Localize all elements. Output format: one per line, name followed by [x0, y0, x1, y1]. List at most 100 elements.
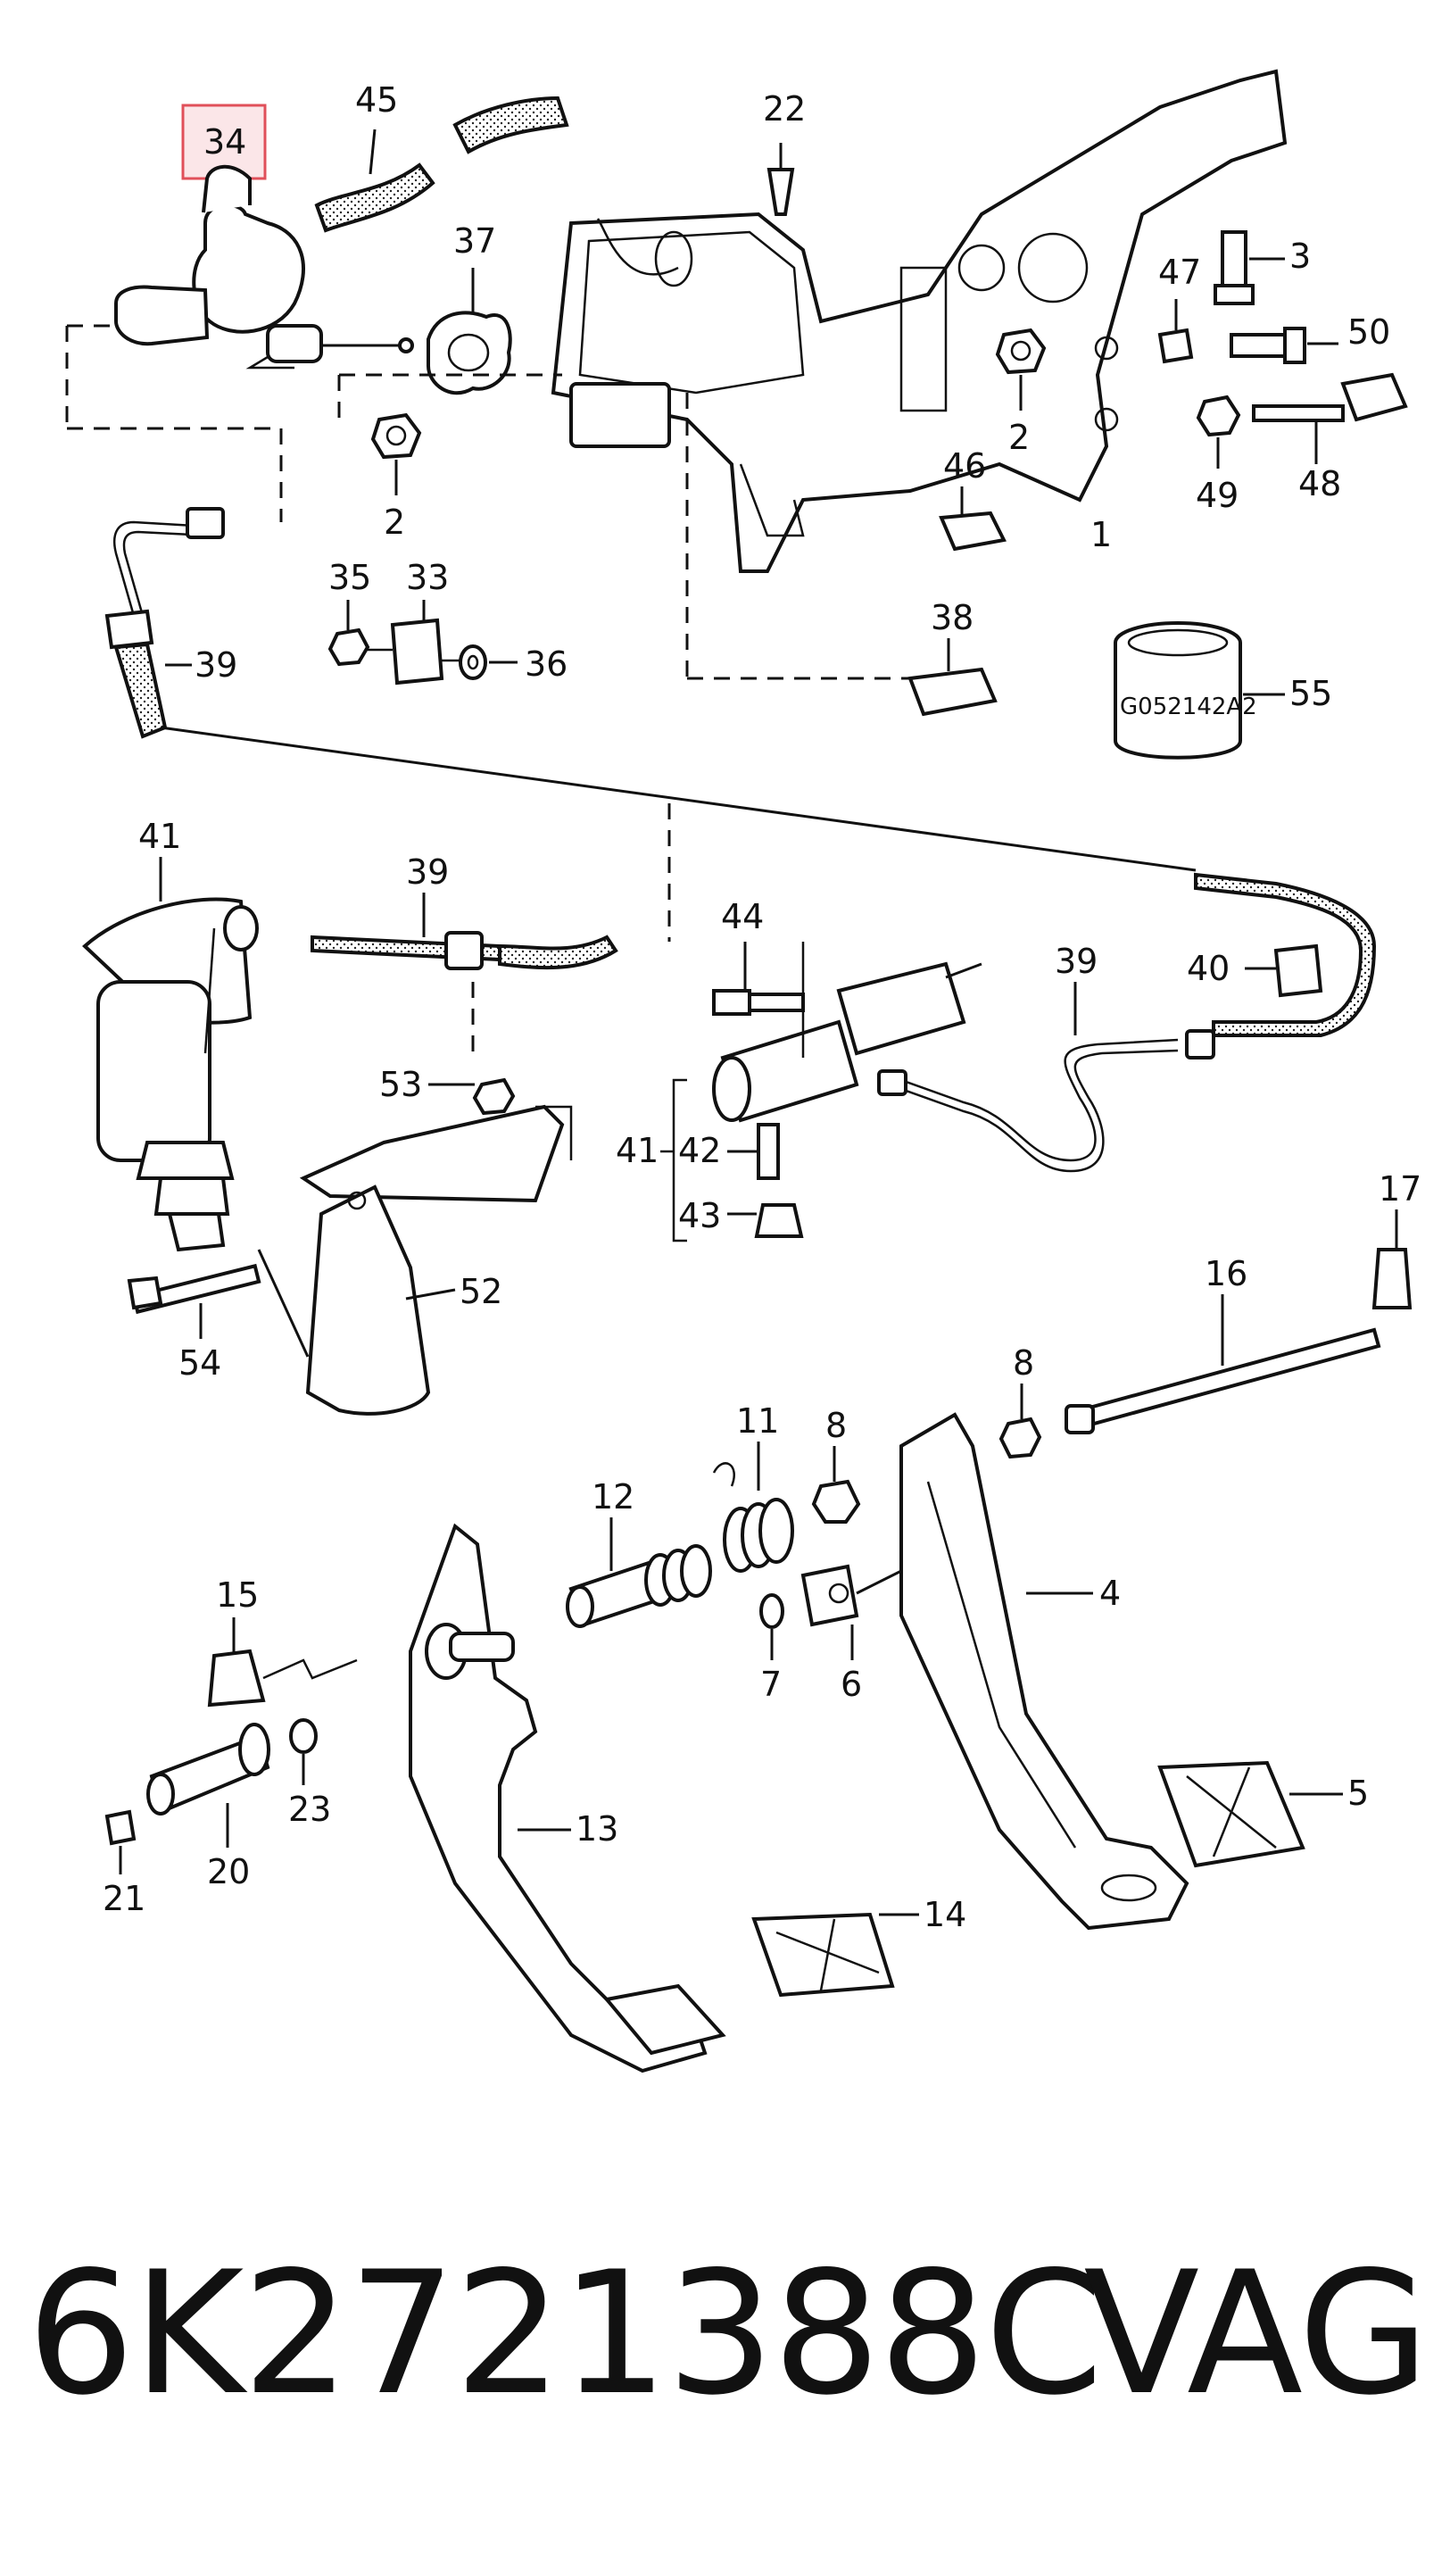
callout-35: 35 [328, 558, 371, 597]
part-46-clip [939, 486, 1007, 552]
callout-5: 5 [1347, 1774, 1369, 1813]
callout-41b: 41 [616, 1131, 659, 1170]
part-55-container [1114, 621, 1285, 760]
callout-14: 14 [924, 1895, 966, 1934]
part-13-pedal [409, 1523, 726, 2073]
callout-44: 44 [721, 897, 764, 936]
part-11-spring [712, 1442, 794, 1573]
callout-7: 7 [760, 1665, 782, 1704]
callout-55: 55 [1289, 674, 1332, 713]
callout-48: 48 [1298, 464, 1341, 503]
callout-46: 46 [943, 446, 986, 486]
callout-3: 3 [1289, 237, 1311, 276]
callout-39a: 39 [195, 645, 237, 685]
part-number: 6K2721388C [27, 2235, 1103, 2432]
part-8-nut-b [811, 1446, 861, 1524]
callout-15: 15 [216, 1575, 259, 1615]
callout-37: 37 [453, 221, 496, 261]
exploded-parts-diagram: 34 45 22 37 3 47 50 2 2 49 48 46 1 35 33… [65, 69, 1421, 2073]
part-36-washer [459, 644, 518, 680]
part-33-bracket [368, 600, 460, 686]
footer: 6K2721388C VAG [27, 2235, 1429, 2464]
callout-50: 50 [1347, 312, 1390, 352]
part-40-clip [1245, 943, 1323, 998]
part-1-pedal-bracket [551, 69, 1288, 573]
part-41-slave-cylinder-right [712, 942, 982, 1123]
callout-49: 49 [1196, 476, 1239, 515]
part-12-bushing [566, 1517, 712, 1628]
callout-47: 47 [1158, 253, 1201, 292]
callout-17: 17 [1379, 1169, 1421, 1209]
part-22-fitting [766, 143, 795, 216]
part-45-hose [314, 96, 569, 233]
part-5-pedal-pad [1157, 1760, 1343, 1868]
part-6-clip [800, 1564, 902, 1660]
part-53-nut [428, 1077, 516, 1116]
callout-52: 52 [460, 1272, 502, 1311]
part-38-clip [907, 638, 998, 717]
part-20-spring-assembly [146, 1723, 270, 1848]
callout-4: 4 [1099, 1574, 1121, 1613]
callout-13: 13 [576, 1809, 618, 1849]
callout-22: 22 [763, 89, 806, 129]
callout-42: 42 [678, 1131, 721, 1170]
part-2-nut-a [370, 412, 422, 495]
callout-34: 34 [203, 122, 246, 162]
callout-11: 11 [736, 1401, 779, 1441]
part-7-washer [759, 1593, 784, 1660]
part-23-bushing [289, 1718, 318, 1785]
leader-long-1 [160, 726, 1197, 872]
callout-23: 23 [288, 1790, 331, 1829]
part-4-pedal [899, 1412, 1189, 1931]
callout-33: 33 [406, 558, 449, 597]
callout-labels: 34 45 22 37 3 47 50 2 2 49 48 46 1 35 33… [103, 80, 1421, 1934]
part-35-nut [327, 600, 370, 667]
part-39-pipe-upper [104, 507, 225, 739]
part-39-hose-middle [311, 893, 618, 970]
callout-39b: 39 [406, 852, 449, 892]
brand-name: VAG [1083, 2235, 1429, 2432]
part-37-gasket [427, 268, 512, 395]
callout-53: 53 [379, 1065, 422, 1104]
part-42-bleed-screw [727, 1123, 780, 1180]
part-21-cap [104, 1809, 137, 1874]
callout-41a: 41 [138, 817, 181, 856]
part-43-cap [727, 1203, 804, 1238]
callout-45: 45 [355, 80, 398, 120]
part-39-pipe-right [877, 872, 1377, 1173]
part-50-screw [1230, 327, 1338, 364]
callout-6: 6 [841, 1665, 862, 1704]
part-34-master-cylinder [114, 164, 414, 370]
part-48-bolt [1252, 372, 1408, 464]
box-code-label: G052142A2 [1120, 694, 1257, 720]
callout-8b: 8 [825, 1406, 847, 1445]
part-47-clip [1157, 299, 1194, 364]
part-8-nut-a [998, 1384, 1042, 1459]
callout-20: 20 [207, 1852, 250, 1891]
callout-54: 54 [178, 1343, 221, 1383]
bracket-41-group [660, 1078, 687, 1242]
callout-16: 16 [1205, 1254, 1247, 1293]
callout-1: 1 [1090, 515, 1112, 554]
callout-40: 40 [1187, 949, 1230, 988]
part-16-shaft [1065, 1294, 1381, 1434]
part-17-clip [1371, 1209, 1413, 1309]
part-15-stop [207, 1617, 358, 1708]
part-54-bolt [127, 1263, 261, 1339]
callout-2b: 2 [384, 503, 405, 542]
callout-12: 12 [592, 1477, 634, 1517]
part-49-nut [1196, 395, 1241, 469]
part-52-bracket [299, 1104, 573, 1416]
part-14-pedal-pad [751, 1912, 919, 1998]
callout-39c: 39 [1055, 942, 1098, 981]
callout-8a: 8 [1013, 1343, 1034, 1383]
callout-43: 43 [678, 1196, 721, 1235]
callout-2a: 2 [1008, 418, 1030, 457]
callout-38: 38 [931, 598, 974, 637]
part-2-nut-b [995, 328, 1047, 411]
part-41-slave-cylinder-left [82, 857, 259, 1252]
callout-36: 36 [525, 644, 568, 684]
part-3-bolt [1214, 230, 1285, 305]
leader-54-52 [257, 1249, 310, 1358]
callout-21: 21 [103, 1879, 145, 1918]
